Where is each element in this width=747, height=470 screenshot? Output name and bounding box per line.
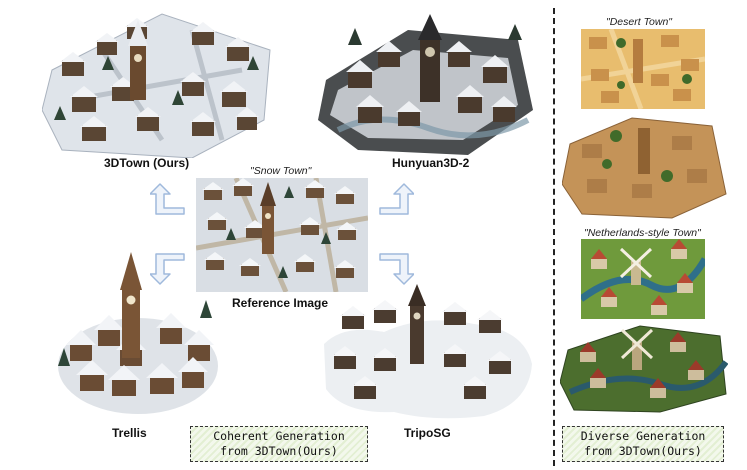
diverse-note-line1: Diverse Generation — [580, 429, 706, 443]
arrow-to-ours-icon — [150, 183, 185, 215]
trellis-label: Trellis — [112, 426, 147, 440]
arrow-to-trellis-icon — [150, 253, 185, 285]
ours-label: 3DTown (Ours) — [104, 156, 190, 170]
reference-quote: "Snow Town" — [250, 165, 312, 177]
coherent-note-line1: Coherent Generation — [213, 429, 345, 443]
arrow-to-hunyuan-icon — [379, 183, 414, 215]
netherlands-town-render — [560, 325, 728, 413]
diverse-note-line2: from 3DTown(Ours) — [584, 444, 702, 458]
coherent-generation-note: Coherent Generation from 3DTown(Ours) — [190, 426, 368, 462]
trellis-snow-town-render — [58, 252, 218, 414]
desert-town-image — [581, 29, 705, 109]
section-divider — [553, 8, 555, 466]
ours-snow-town-render — [42, 13, 271, 158]
desert-quote: "Desert Town" — [606, 16, 673, 28]
reference-label: Reference Image — [232, 296, 329, 310]
diverse-generation-note: Diverse Generation from 3DTown(Ours) — [562, 426, 724, 462]
netherlands-town-image — [581, 239, 705, 319]
reference-snow-town-image — [196, 178, 368, 292]
triposg-label: TripoSG — [404, 426, 451, 440]
arrow-to-triposg-icon — [379, 253, 414, 285]
hunyuan-snow-town-render — [318, 14, 533, 155]
desert-town-render — [562, 117, 727, 219]
triposg-snow-town-render — [324, 284, 532, 419]
netherlands-quote: "Netherlands-style Town" — [584, 227, 701, 239]
coherent-note-line2: from 3DTown(Ours) — [220, 444, 338, 458]
hunyuan-label: Hunyuan3D-2 — [392, 156, 470, 170]
